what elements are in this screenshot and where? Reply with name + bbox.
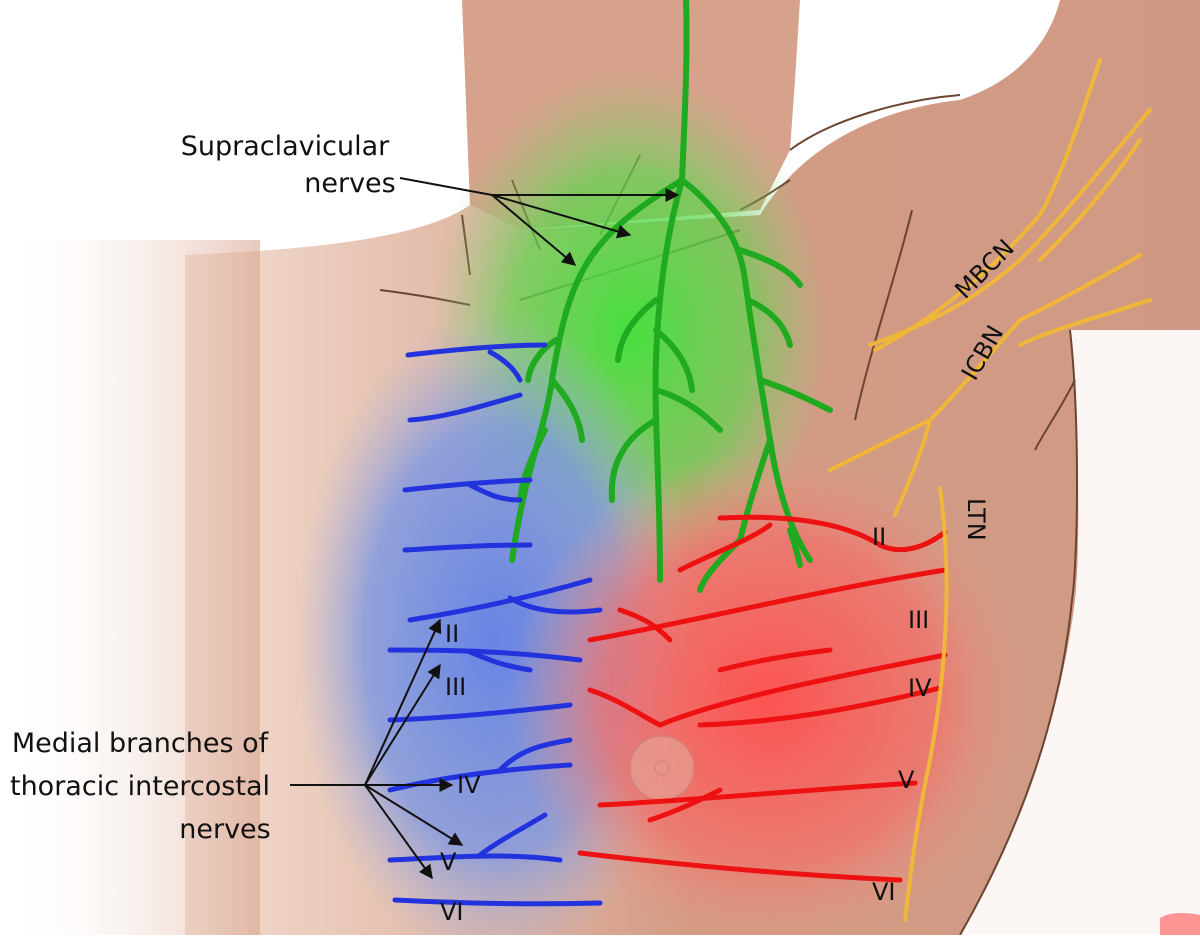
supraclavicular-nerve-tree <box>509 0 833 593</box>
corner-mark <box>1160 913 1200 935</box>
lateral-level-v: V <box>898 766 915 794</box>
medial-level-ii: II <box>445 620 459 648</box>
axilla-line-1 <box>854 209 913 421</box>
lateral-intercostal-nerves <box>577 514 948 883</box>
axilla-line-2 <box>1034 379 1076 451</box>
medial-branches-label-line-1: Medial branches of <box>12 728 270 759</box>
supraclavicular-arrows <box>399 177 680 266</box>
lateral-level-vi: VI <box>872 878 896 906</box>
nipple <box>629 735 695 801</box>
medial-level-vi: VI <box>440 898 464 926</box>
medial-level-iii: III <box>445 673 466 701</box>
torso-left-fade <box>0 240 260 935</box>
supraclavicular-label-line-2: nerves <box>304 168 395 199</box>
lateral-level-iv: IV <box>908 674 932 702</box>
medial-branch-arrows <box>290 618 464 880</box>
lateral-zone <box>510 450 1030 940</box>
medial-branches-label-line-2: thoracic intercostal <box>10 771 270 802</box>
medial-intercostal-nerves <box>387 342 603 907</box>
supraclavicular-label-line-1: Supraclavicular <box>181 131 390 162</box>
lateral-level-ii: II <box>872 523 886 551</box>
medial-level-v: V <box>440 848 457 876</box>
arm-background <box>960 330 1200 935</box>
arm-outline <box>959 329 1078 936</box>
medial-level-iv: IV <box>457 771 481 799</box>
lateral-level-iii: III <box>908 606 929 634</box>
ltn-label: LTN <box>962 498 990 541</box>
medial-branches-label-line-3: nerves <box>179 814 270 845</box>
arm-nerves <box>828 58 1152 922</box>
shoulder-line <box>789 94 961 151</box>
